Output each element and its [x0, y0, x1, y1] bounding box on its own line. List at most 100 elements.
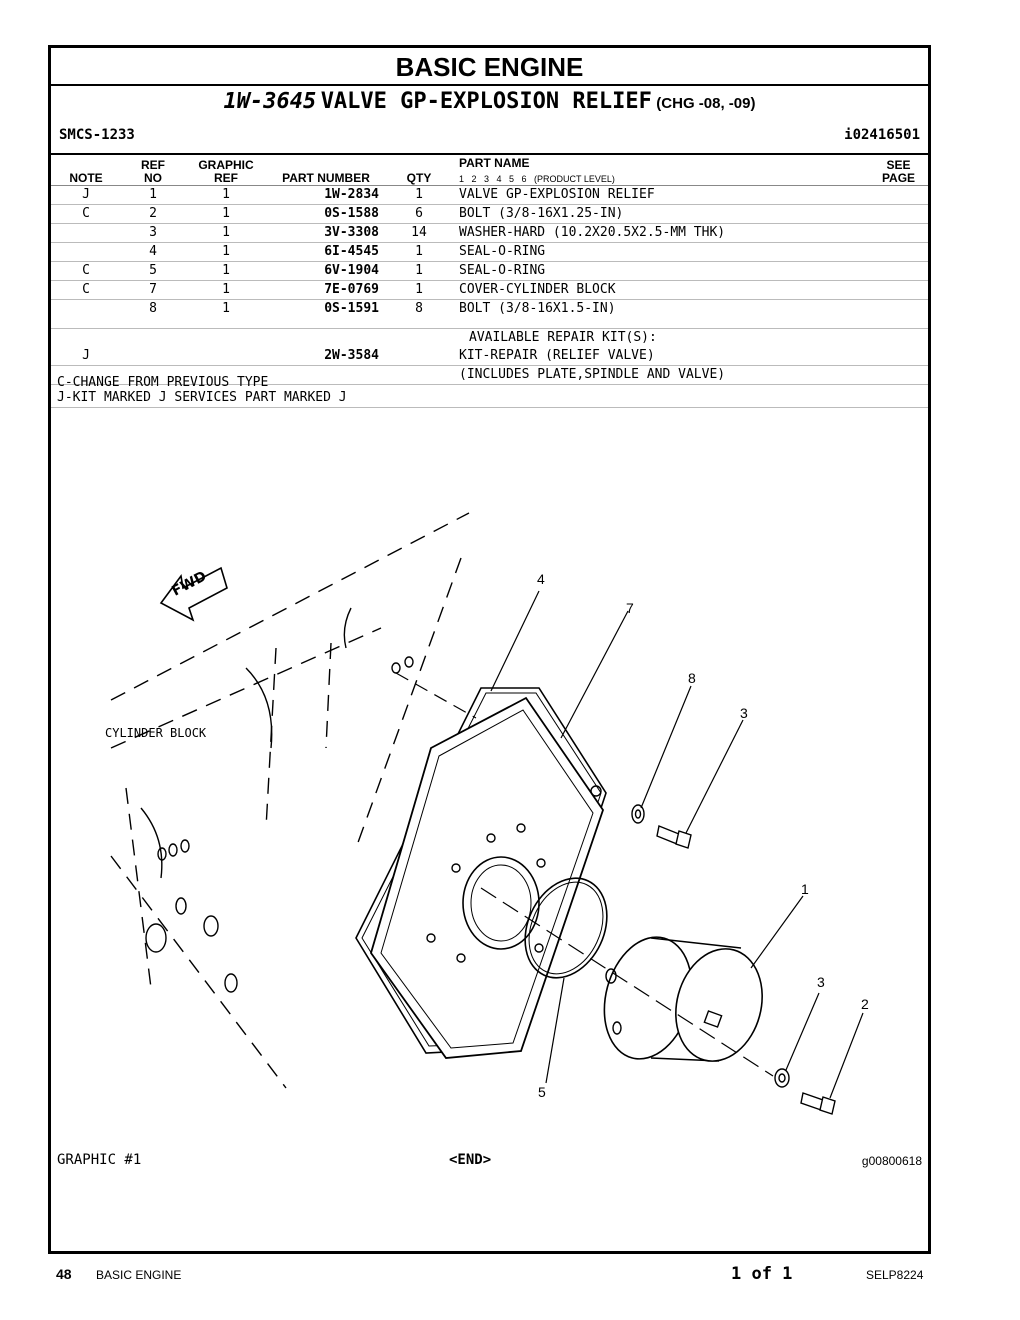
table-row: 8 1 0S-1591 8 BOLT (3/8-16X1.5-IN): [51, 300, 928, 329]
fwd-arrow-icon: [159, 566, 228, 622]
cylinder-block-holes: [140, 607, 414, 993]
callout-leaders: [490, 590, 864, 1099]
cylinder-block-cover: [370, 696, 604, 1059]
notes: C-CHANGE FROM PREVIOUS TYPE J-KIT MARKED…: [57, 375, 347, 405]
row-note: J: [82, 187, 90, 202]
row-graphic-ref: 1: [222, 225, 230, 240]
col-ref-bottom: NO: [144, 171, 162, 185]
exploded-view-drawing: [110, 512, 864, 1115]
row-qty: 14: [411, 225, 427, 240]
row-part-name: SEAL-O-RING: [459, 263, 546, 278]
col-see-bottom: PAGE: [881, 171, 916, 185]
graphic-id: g00800618: [861, 1154, 922, 1168]
page-frame: BASIC ENGINE 1W-3645 VALVE GP-EXPLOSION …: [48, 45, 931, 1254]
row-graphic-ref: 1: [222, 301, 230, 316]
col-qty: QTY: [406, 171, 432, 185]
table-row: C 2 1 0S-1588 6 BOLT (3/8-16X1.25-IN): [51, 205, 928, 224]
row-qty: 1: [415, 263, 423, 278]
col-graphic-top: GRAPHIC: [198, 158, 254, 172]
callout-4: 4: [537, 571, 545, 587]
row-ref: 3: [149, 225, 157, 240]
row-part-name: VALVE GP-EXPLOSION RELIEF: [459, 187, 655, 202]
cylinder-block-label: CYLINDER BLOCK: [105, 726, 207, 740]
kit-heading-row: AVAILABLE REPAIR KIT(S):: [51, 329, 928, 347]
row-graphic-ref: 1: [222, 244, 230, 259]
kit-row: J 2W-3584 KIT-REPAIR (RELIEF VALVE): [51, 347, 928, 366]
callout-3-lower: 3: [817, 974, 825, 990]
row-ref: 4: [149, 244, 157, 259]
row-ref: 7: [149, 282, 157, 297]
kit-note: J: [82, 348, 90, 363]
row-note: C: [82, 263, 90, 278]
col-ref-top: REF: [141, 158, 165, 172]
table-row: C 5 1 6V-1904 1 SEAL-O-RING: [51, 262, 928, 281]
row-part-number: 6I-4545: [324, 244, 379, 259]
note-kit: J-KIT MARKED J SERVICES PART MARKED J: [57, 390, 347, 405]
row-graphic-ref: 1: [222, 282, 230, 297]
row-qty: 6: [415, 206, 423, 221]
row-part-name: WASHER-HARD (10.2X20.5X2.5-MM THK): [459, 225, 726, 240]
column-header-divider: [51, 185, 928, 186]
row-part-name: BOLT (3/8-16X1.5-IN): [459, 301, 616, 316]
callout-3-upper: 3: [740, 705, 748, 721]
row-part-number: 6V-1904: [324, 263, 379, 278]
callout-8: 8: [688, 670, 696, 686]
row-note: C: [82, 282, 90, 297]
group-part-number: 1W-3645: [223, 89, 317, 114]
bolt-washer-upper: [631, 804, 692, 849]
bolt-washer-lower: [774, 1068, 836, 1115]
kit-includes-row: (INCLUDES PLATE,SPINDLE AND VALVE): [51, 366, 928, 385]
row-ref: 8: [149, 301, 157, 316]
row-graphic-ref: 1: [222, 206, 230, 221]
footer-section: BASIC ENGINE: [96, 1268, 182, 1282]
row-graphic-ref: 1: [222, 263, 230, 278]
note-change: C-CHANGE FROM PREVIOUS TYPE: [57, 375, 269, 390]
product-level-scale: 1 2 3 4 5 6 (PRODUCT LEVEL): [459, 174, 615, 184]
graphic-caption: GRAPHIC #1: [57, 1152, 142, 1168]
row-note: C: [82, 206, 90, 221]
smcs-code: SMCS-1233: [59, 127, 135, 143]
row-part-number: 1W-2834: [324, 187, 379, 202]
callout-2: 2: [861, 996, 869, 1012]
col-note: NOTE: [69, 171, 103, 185]
footer-publication: SELP8224: [866, 1268, 924, 1282]
row-ref: 1: [149, 187, 157, 202]
row-ref: 2: [149, 206, 157, 221]
row-qty: 1: [415, 282, 423, 297]
callout-7: 7: [626, 600, 634, 616]
row-part-name: SEAL-O-RING: [459, 244, 546, 259]
row-qty: 1: [415, 244, 423, 259]
col-see-top: SEE: [886, 158, 911, 172]
col-part-number: PART NUMBER: [282, 171, 370, 185]
header-divider: [51, 153, 928, 155]
part-group-heading: 1W-3645 VALVE GP-EXPLOSION RELIEF (CHG -…: [51, 88, 928, 120]
page-title: BASIC ENGINE: [51, 51, 928, 86]
callout-1: 1: [801, 881, 809, 897]
callout-5: 5: [538, 1084, 546, 1100]
change-note: (CHG -08, -09): [656, 95, 756, 112]
relief-valve: [603, 936, 763, 1062]
o-ring-seal: [524, 877, 608, 979]
table-row: 3 1 3V-3308 14 WASHER-HARD (10.2X20.5X2.…: [51, 224, 928, 243]
row-part-name: COVER-CYLINDER BLOCK: [459, 282, 616, 297]
table-row: 4 1 6I-4545 1 SEAL-O-RING: [51, 243, 928, 262]
footer-page-of: 1 of 1: [731, 1264, 793, 1284]
row-part-name: BOLT (3/8-16X1.25-IN): [459, 206, 624, 221]
col-part-name: PART NAME: [459, 156, 530, 170]
kit-part-number: 2W-3584: [324, 348, 379, 363]
kit-part-name: KIT-REPAIR (RELIEF VALVE): [459, 348, 655, 363]
row-graphic-ref: 1: [222, 187, 230, 202]
end-marker: <END>: [449, 1152, 492, 1168]
table-row: C 7 1 7E-0769 1 COVER-CYLINDER BLOCK: [51, 281, 928, 300]
notes-divider: [51, 407, 928, 408]
row-qty: 1: [415, 187, 423, 202]
row-part-number: 7E-0769: [324, 282, 379, 297]
table-row: J 1 1 1W-2834 1 VALVE GP-EXPLOSION RELIE…: [51, 186, 928, 205]
row-part-number: 3V-3308: [324, 225, 379, 240]
document-id: i02416501: [844, 127, 920, 143]
kit-heading: AVAILABLE REPAIR KIT(S):: [469, 330, 657, 345]
kit-includes: (INCLUDES PLATE,SPINDLE AND VALVE): [459, 367, 726, 382]
row-part-number: 0S-1588: [324, 206, 379, 221]
row-part-number: 0S-1591: [324, 301, 379, 316]
row-ref: 5: [149, 263, 157, 278]
